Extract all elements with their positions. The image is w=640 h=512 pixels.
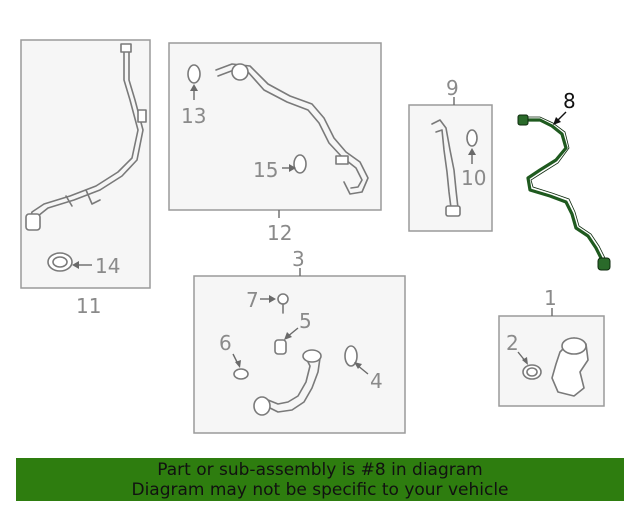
callout-2: 2	[506, 331, 519, 355]
group-12-box	[168, 42, 382, 211]
callout-9: 9	[446, 76, 459, 100]
callout-12: 12	[267, 221, 292, 245]
vent-hose-fitting	[335, 155, 349, 165]
hose-3-inner	[267, 353, 311, 405]
vent-hose	[215, 63, 369, 195]
arrowhead-15	[289, 164, 296, 172]
arrowhead-7	[269, 295, 276, 303]
group-9: 10 9	[408, 76, 493, 232]
filler-neck	[120, 43, 132, 53]
bolt-7-head	[277, 293, 289, 305]
arrowhead-4	[354, 362, 362, 369]
group-12: 13 15 12	[168, 42, 382, 245]
callout-6: 6	[219, 331, 232, 355]
group-3-box	[193, 275, 406, 434]
callout-1: 1	[544, 286, 557, 310]
clip-15	[293, 154, 307, 174]
filler-clip	[65, 189, 101, 207]
banner-bg	[16, 458, 624, 501]
filler-pipe	[27, 45, 139, 227]
callout-15: 15	[253, 158, 278, 182]
callout-14: 14	[95, 254, 120, 278]
arrowhead-13	[190, 84, 198, 91]
callout-8: 8	[563, 89, 576, 113]
sleeve-5	[274, 339, 287, 355]
seal-6	[233, 368, 249, 380]
clamp-2-inner	[526, 367, 538, 377]
clip-10	[466, 129, 478, 147]
hose-9-inner	[435, 129, 452, 209]
callout-7: 7	[246, 288, 259, 312]
group-3: 3 7 5 6 4	[193, 247, 406, 434]
elbow-1-opening	[561, 337, 587, 355]
banner-line-1: Part or sub-assembly is #8 in diagram	[157, 459, 483, 480]
hose-3	[265, 351, 321, 413]
info-banner: Part or sub-assembly is #8 in diagram Di…	[16, 458, 624, 501]
callout-5: 5	[299, 309, 312, 333]
filler-end	[25, 213, 41, 231]
callout-10: 10	[461, 166, 486, 190]
hose-9	[431, 119, 459, 209]
group-11-box	[20, 39, 151, 289]
group-11: 14 11	[20, 39, 151, 318]
arrowhead-2	[522, 357, 528, 365]
banner-line-2: Diagram may not be specific to your vehi…	[131, 479, 509, 500]
callout-11: 11	[76, 294, 101, 318]
fuel-line-8-outline	[522, 116, 608, 263]
callout-13: 13	[181, 104, 206, 128]
fuel-line-8-end-b	[597, 257, 611, 271]
part-8: 8	[517, 89, 611, 271]
clamp-4	[344, 345, 358, 367]
vent-hose-end	[231, 63, 249, 81]
callout-4: 4	[370, 369, 383, 393]
clamp-2	[522, 364, 542, 380]
hose-3-end-bottom	[253, 396, 271, 416]
clip-13	[187, 64, 201, 84]
fuel-line-8	[522, 118, 606, 265]
filler-pipe-inner	[34, 45, 144, 229]
clamp-14-inner	[52, 256, 68, 268]
fuel-line-8-end-a	[517, 114, 529, 126]
clamp-14	[47, 252, 73, 272]
arrowhead-8	[553, 117, 561, 125]
hose-3-end-top	[302, 349, 322, 363]
arrowhead-10	[468, 148, 476, 155]
callout-3: 3	[292, 247, 305, 271]
filler-bracket	[137, 109, 147, 123]
arrowhead-6	[235, 360, 241, 368]
arrowhead-14	[72, 261, 79, 269]
group-1: 1 2	[498, 286, 605, 407]
hose-9-end	[445, 205, 461, 217]
arrowhead-5	[284, 332, 292, 340]
